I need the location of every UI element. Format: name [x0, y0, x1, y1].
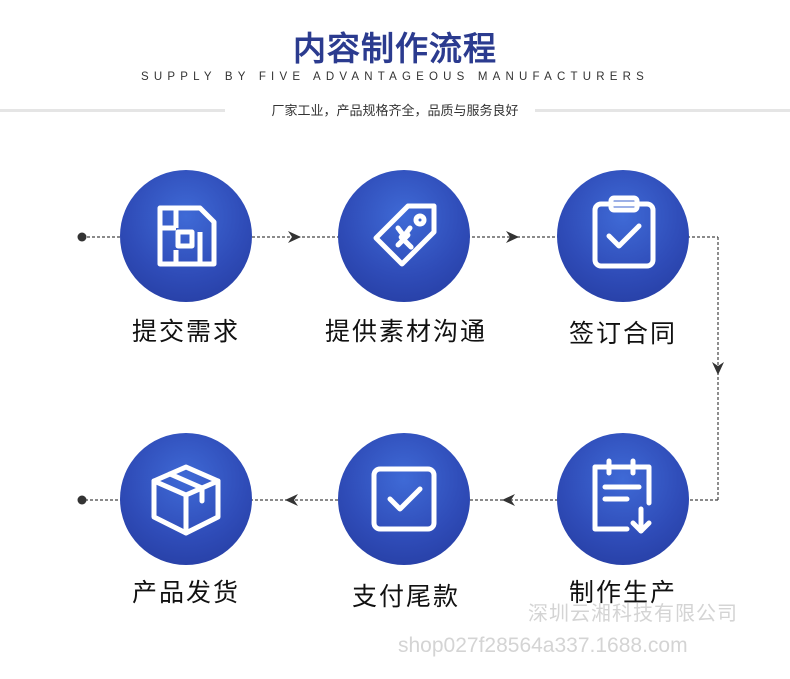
checkbox-icon [371, 466, 437, 532]
price-tag-icon [373, 203, 437, 267]
step-label: 签订合同 [568, 319, 677, 348]
step-circle-production [557, 433, 689, 565]
flow-end-dot [77, 495, 87, 505]
flow-start-dot [77, 232, 87, 242]
step-label: 产品发货 [131, 578, 240, 607]
step-circle-provide-materials [338, 170, 470, 302]
arrow-right-icon [506, 231, 519, 243]
arrow-down-icon [712, 362, 724, 375]
step-label: 提交需求 [131, 317, 240, 346]
step-circle-submit-request [120, 170, 252, 302]
step-circle-ship-product [120, 433, 252, 565]
step-label: 提供素材沟通 [324, 317, 487, 346]
tagline-divider-right [535, 109, 790, 112]
arrow-left-icon [502, 494, 515, 506]
step-circle-final-payment [338, 433, 470, 565]
page-tagline: 厂家工业，产品规格齐全，品质与服务良好 [271, 104, 519, 119]
arrow-right-icon [288, 231, 301, 243]
step-circle-sign-contract [557, 170, 689, 302]
floorplan-icon [157, 205, 217, 267]
tagline-divider-left [0, 109, 225, 112]
step-label: 制作生产 [568, 578, 677, 607]
watermark-shop: shop027f28564a337.1688.com [398, 634, 688, 657]
arrow-left-icon [285, 494, 298, 506]
page-title: 内容制作流程 [293, 29, 497, 68]
page-subtitle: SUPPLY BY FIVE ADVANTAGEOUS MANUFACTURER… [140, 71, 649, 83]
document-download-icon [592, 458, 652, 534]
package-box-icon [151, 464, 221, 536]
watermark-company: 深圳云湘科技有限公司 [528, 601, 738, 625]
clipboard-check-icon [592, 195, 656, 269]
step-label: 支付尾款 [351, 582, 460, 611]
